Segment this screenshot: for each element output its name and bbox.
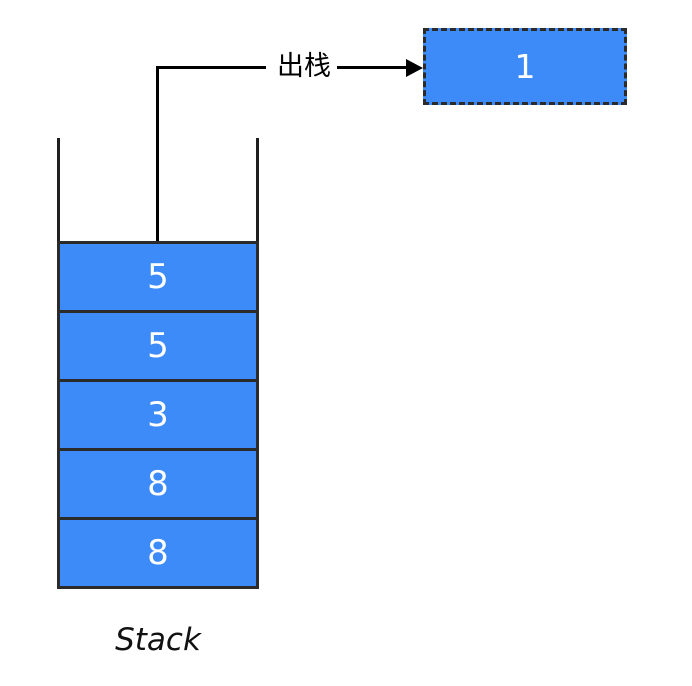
stack-item: 3: [57, 379, 259, 451]
stack-column: 5 5 3 8 8: [57, 241, 259, 589]
popped-element-value: 1: [514, 47, 536, 86]
stack-item: 5: [57, 310, 259, 382]
stack-item-value: 3: [147, 395, 169, 435]
stack-item-value: 5: [147, 257, 169, 297]
popped-element-box: 1: [423, 28, 627, 105]
stack-item: 8: [57, 517, 259, 589]
stack-item: 5: [57, 241, 259, 313]
pop-arrow-horizontal-line-right: [337, 66, 410, 69]
pop-arrow-vertical-line: [156, 67, 159, 242]
stack-item-value: 8: [147, 533, 169, 573]
stack-item-value: 8: [147, 464, 169, 504]
pop-arrow-label: 出栈: [266, 49, 342, 85]
stack-item-value: 5: [147, 326, 169, 366]
stack-wall-left: [57, 138, 60, 242]
pop-arrow-horizontal-line-left: [156, 66, 270, 69]
arrowhead-right-icon: [406, 59, 423, 77]
stack-item: 8: [57, 448, 259, 520]
stack-wall-right: [256, 138, 259, 242]
stack-caption: Stack: [115, 622, 201, 658]
